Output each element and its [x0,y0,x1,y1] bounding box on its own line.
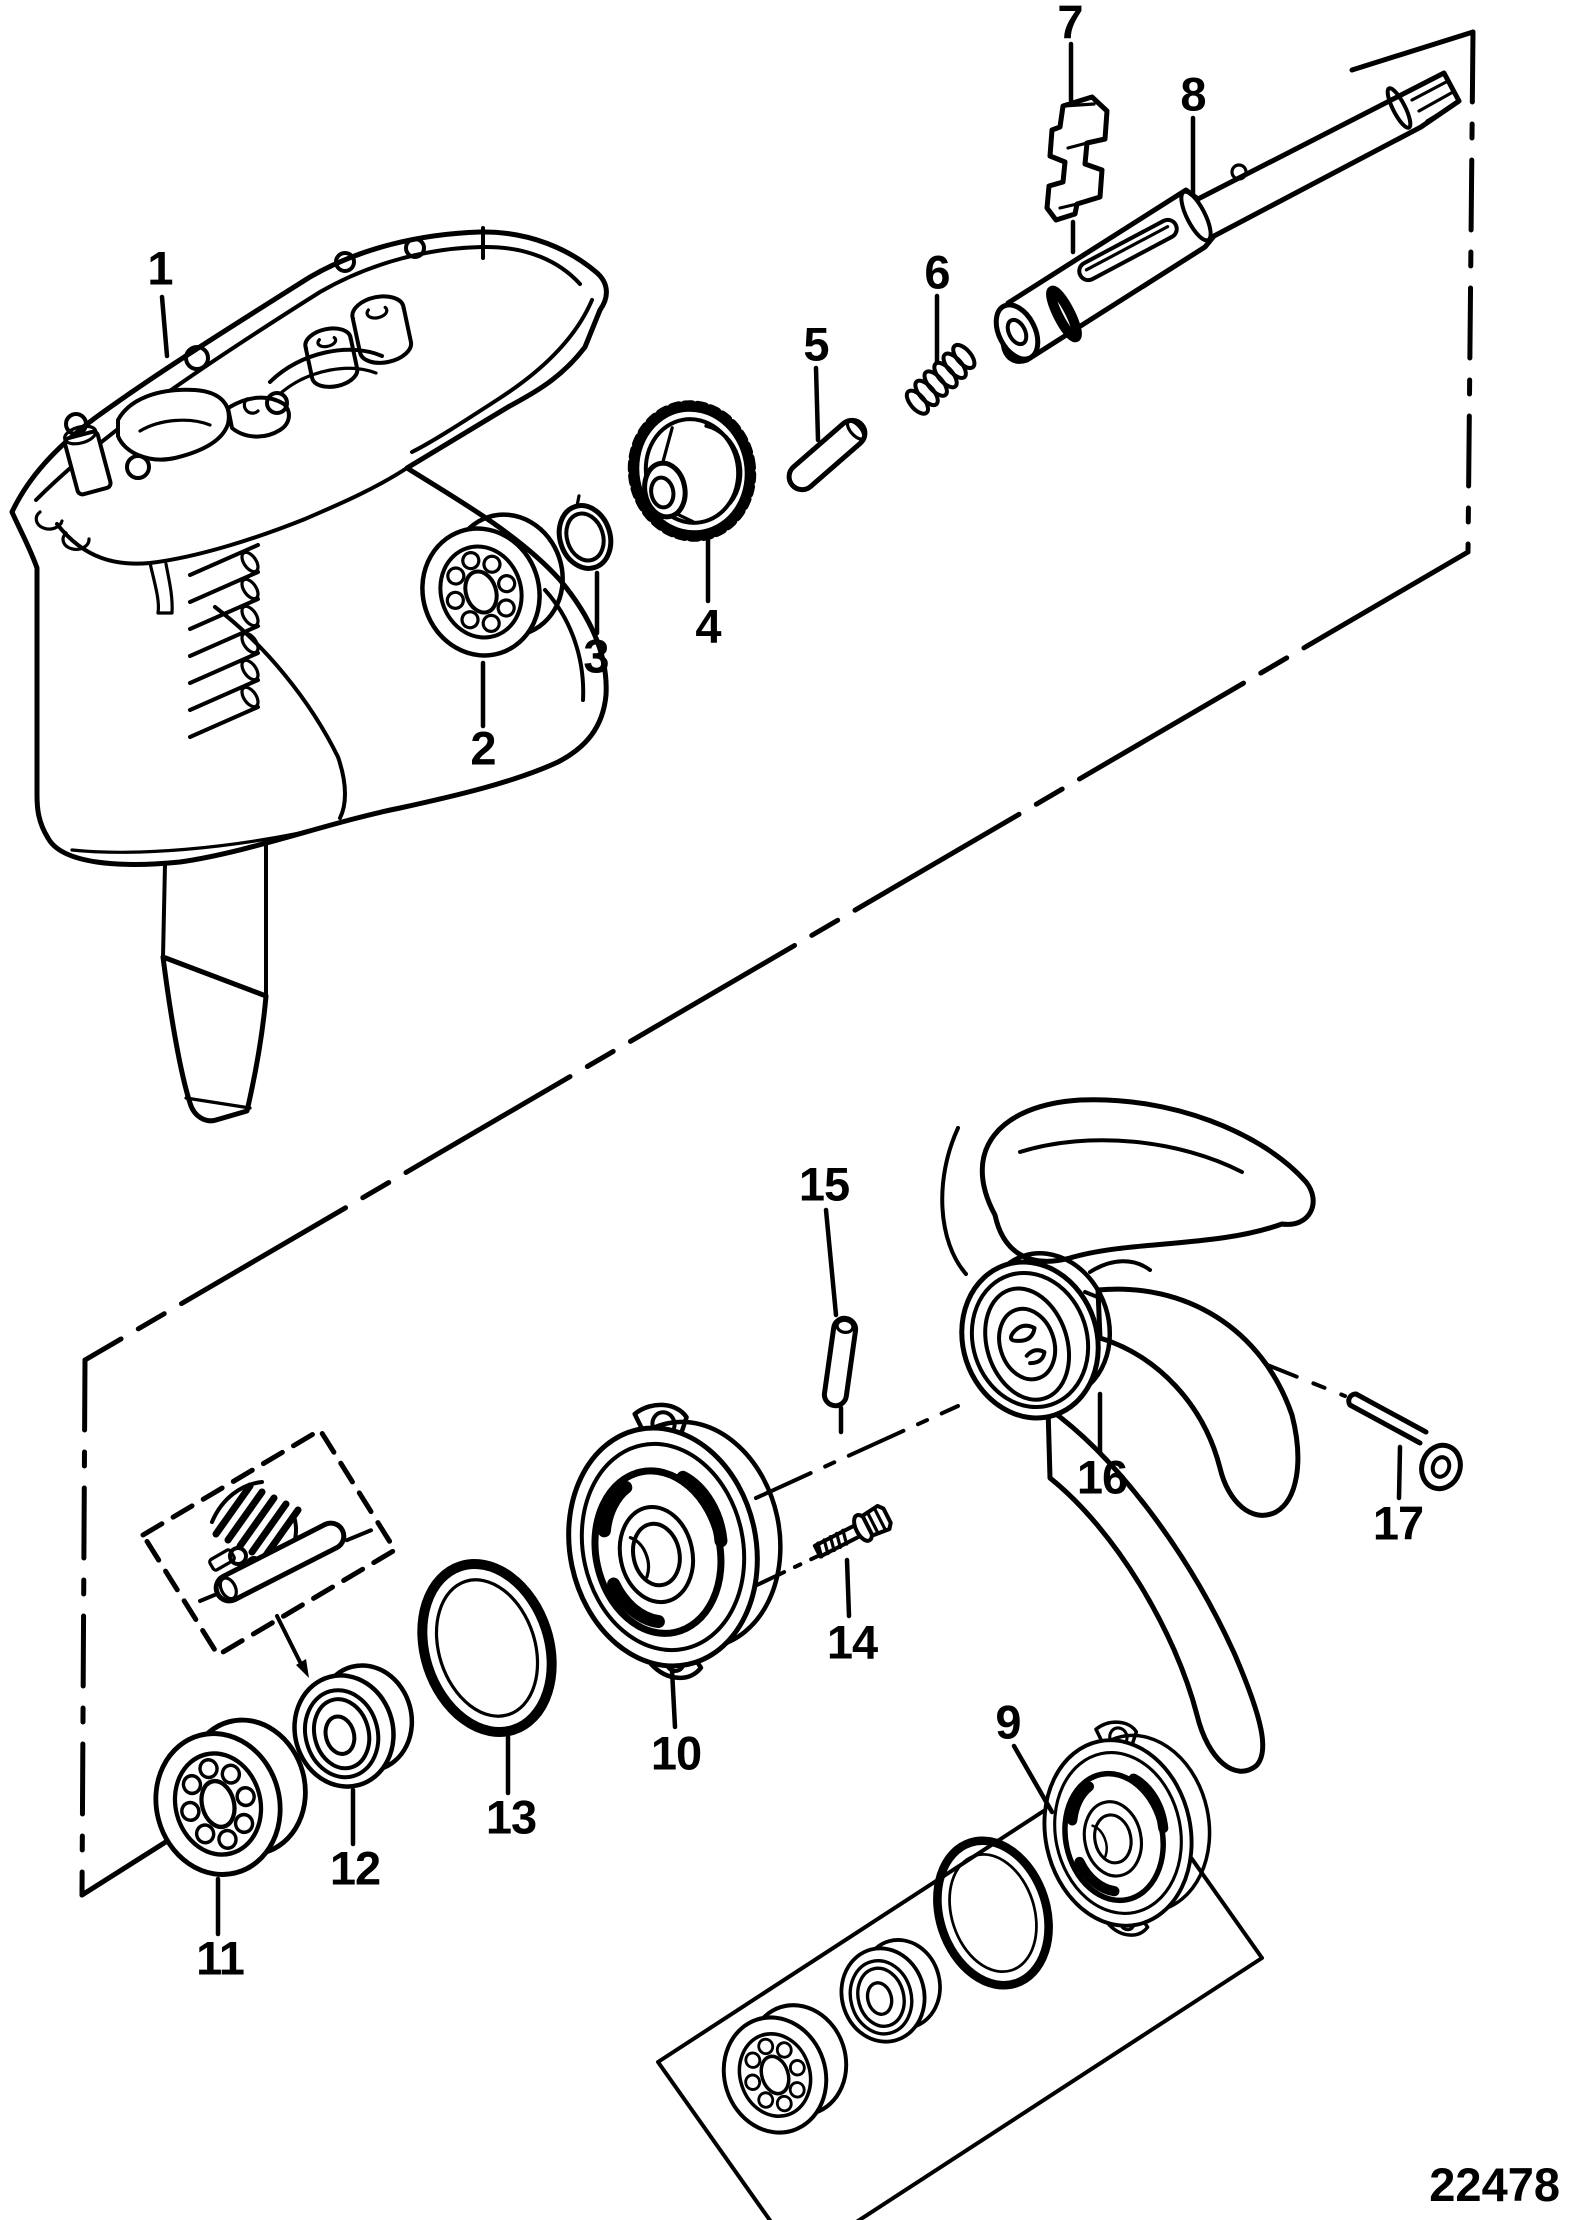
pin-15-drawing [821,1315,859,1409]
part-callout-6: 6 [924,245,950,299]
part-callout-17: 17 [1372,1496,1424,1550]
part-callout-12: 12 [329,1841,381,1895]
part-callout-16: 16 [1076,1450,1128,1504]
part-callout-11: 11 [196,1931,245,1985]
part-callout-4: 4 [695,599,721,653]
part-callout-1: 1 [147,241,173,295]
part-callout-14: 14 [826,1615,878,1669]
clutch-7-drawing [1044,94,1110,223]
bolt-14-drawing [812,1503,893,1559]
detail-box-drawing [140,1427,398,1678]
leader-lines [159,41,1403,1937]
drawing-number: 22478 [1429,2158,1560,2211]
propeller-shaft-8-drawing [993,70,1462,364]
kit-9-drawing [656,1707,1264,2220]
part-callout-5: 5 [803,317,829,371]
part-callout-3: 3 [583,629,609,683]
washer-3-drawing [556,494,614,571]
cotter-pin-17-drawing [1346,1391,1463,1492]
gear-housing-drawing [9,226,609,1124]
spring-6-drawing [904,342,977,416]
gear-4-drawing [627,400,757,542]
pin-5-drawing [786,417,868,493]
part-callout-7: 7 [1057,0,1083,49]
propeller-16-drawing [940,1097,1316,1774]
part-callout-9: 9 [995,1695,1021,1749]
part-callout-15: 15 [798,1157,850,1211]
part-callout-10: 10 [650,1726,702,1780]
part-callout-13: 13 [485,1790,537,1844]
part-callout-8: 8 [1180,67,1206,121]
part-callout-2: 2 [470,721,496,775]
